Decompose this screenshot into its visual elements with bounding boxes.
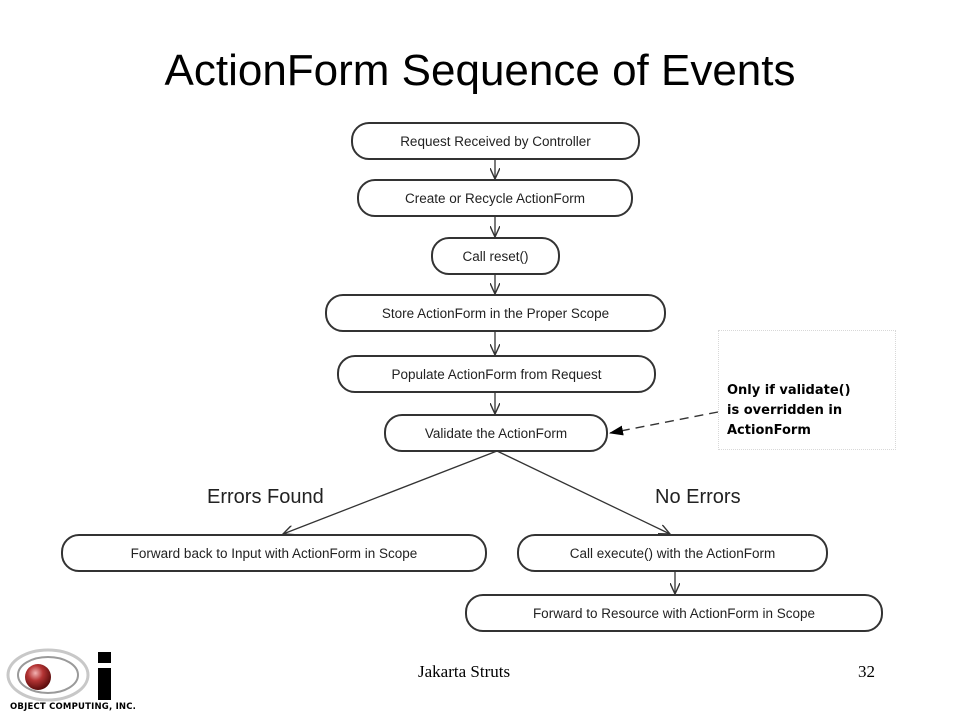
branch-label-no-errors: No Errors: [655, 486, 741, 508]
company-logo: [6, 648, 111, 702]
node-call-reset: Call reset(): [431, 237, 560, 275]
note-line-3: ActionForm: [727, 423, 811, 438]
node-forward-resource: Forward to Resource with ActionForm in S…: [465, 594, 883, 632]
node-label: Call execute() with the ActionForm: [570, 546, 776, 561]
node-label: Forward to Resource with ActionForm in S…: [533, 606, 815, 621]
node-call-execute: Call execute() with the ActionForm: [517, 534, 828, 572]
node-forward-back: Forward back to Input with ActionForm in…: [61, 534, 487, 572]
node-populate-actionform: Populate ActionForm from Request: [337, 355, 656, 393]
node-label: Call reset(): [462, 249, 528, 264]
note-connector-arrow: [609, 411, 719, 436]
branch-label-errors-found: Errors Found: [207, 486, 324, 508]
node-request-received: Request Received by Controller: [351, 122, 640, 160]
validate-note: Only if validate() is overridden in Acti…: [718, 330, 896, 450]
node-validate-actionform: Validate the ActionForm: [384, 414, 608, 452]
node-label: Create or Recycle ActionForm: [405, 191, 585, 206]
node-label: Forward back to Input with ActionForm in…: [131, 546, 418, 561]
note-line-1: Only if validate(): [727, 383, 851, 398]
node-store-actionform: Store ActionForm in the Proper Scope: [325, 294, 666, 332]
node-label: Request Received by Controller: [400, 134, 591, 149]
node-label: Store ActionForm in the Proper Scope: [382, 306, 609, 321]
company-name: OBJECT COMPUTING, INC.: [10, 702, 137, 712]
edge-arrow-errors: [283, 450, 498, 534]
node-create-recycle: Create or Recycle ActionForm: [357, 179, 633, 217]
node-label: Validate the ActionForm: [425, 426, 567, 441]
footer-title: Jakarta Struts: [418, 662, 511, 681]
edge-arrow-no-errors: [496, 450, 670, 534]
page-number: 32: [858, 662, 875, 681]
note-line-2: is overridden in: [727, 403, 843, 418]
slide-title: ActionForm Sequence of Events: [164, 46, 796, 95]
node-label: Populate ActionForm from Request: [391, 367, 601, 382]
